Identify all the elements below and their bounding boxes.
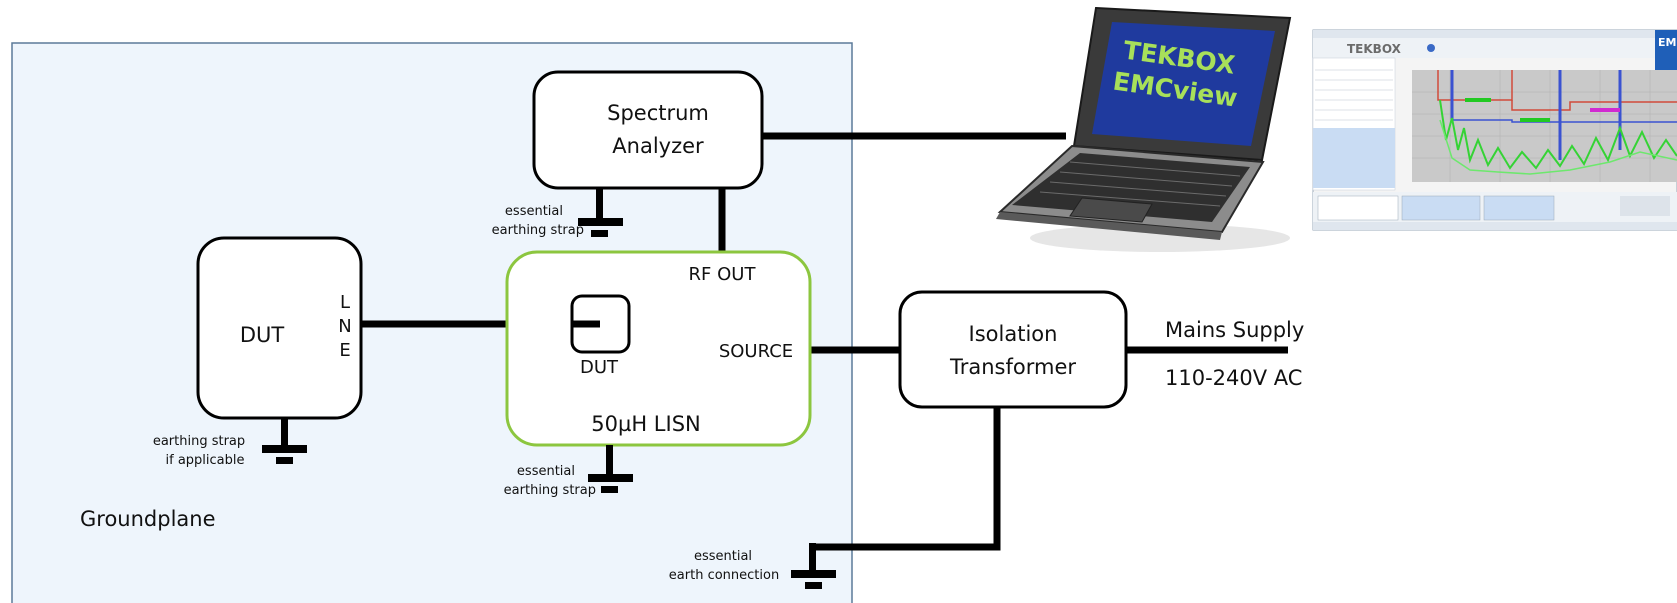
lisn-ground-label-line1: essential [517,464,575,479]
laptop-icon: TEKBOX EMCview [996,6,1292,252]
laptop-keyboard [1012,153,1250,222]
spectrum-analyzer-line2: Analyzer [612,134,704,158]
screenshot-corner: EM [1658,36,1676,49]
earth-ground-label-line2: earth connection [669,568,779,583]
earth-ground-symbol [791,543,836,589]
dut-ground-symbol [262,418,307,464]
laptop-touchpad [1069,197,1153,223]
sa-ground-label-line1: essential [505,204,563,219]
wire-transformer-earth [812,407,1001,551]
dut-box: DUT L N E [196,236,363,420]
screenshot-brand: TEKBOX [1347,42,1402,56]
isolation-transformer: Isolation Transformer [898,290,1128,409]
lisn-label: 50µH LISN [591,412,700,436]
lisn-ground-label-line2: earthing strap [504,483,596,498]
spectrum-analyzer: Spectrum Analyzer [532,70,764,190]
lisn-box: RF OUT SOURCE 50µH LISN DUT [505,250,812,447]
spectrum-analyzer-line1: Spectrum [607,101,709,125]
isolation-transformer-line2: Transformer [949,355,1076,379]
lisn-ground-symbol [588,445,633,493]
dut-pin-l: L [340,292,350,313]
sa-ground-symbol [578,188,623,237]
earth-ground-label-line1: essential [694,549,752,564]
emcview-screenshot: TEKBOX EM [1312,29,1677,231]
dut-pin-e: E [339,340,350,361]
laptop-screen [1092,22,1275,146]
isolation-transformer-line1: Isolation [969,322,1058,346]
dut-pin-n: N [338,316,351,337]
dut-ground-label-line1: earthing strap [153,434,245,449]
groundplane-label: Groundplane [80,507,216,531]
dut-label: DUT [240,323,285,347]
mains-voltage-label: 110-240V AC [1165,366,1302,390]
lisn-dut-port-label: DUT [580,357,619,378]
lisn-source-label: SOURCE [719,341,793,362]
lisn-rf-out-label: RF OUT [689,264,757,285]
dut-ground-label-line2: if applicable [166,453,245,468]
sa-ground-label-line2: earthing strap [492,223,584,238]
mains-supply-label: Mains Supply [1165,318,1304,342]
